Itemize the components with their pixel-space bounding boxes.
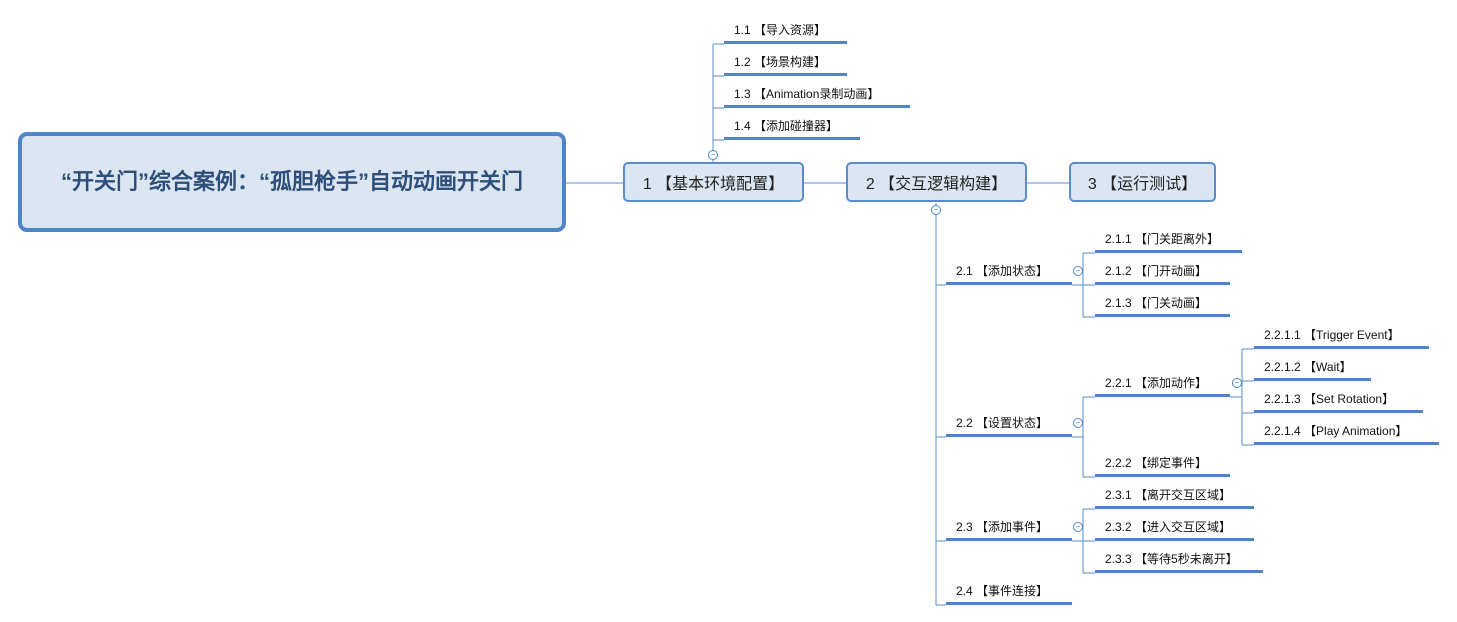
leaf-2-2-1-1[interactable]: 2.2.1.1 【Trigger Event】 <box>1254 327 1429 349</box>
leaf-2-3-3[interactable]: 2.3.3 【等待5秒未离开】 <box>1095 551 1263 573</box>
collapse-minus-icon[interactable]: − <box>1073 266 1083 276</box>
topic-label: 1 【基本环境配置】 <box>642 176 785 193</box>
leaf-2-2-1[interactable]: 2.2.1 【添加动作】 <box>1095 375 1230 397</box>
leaf-2-3[interactable]: 2.3 【添加事件】 <box>946 519 1072 541</box>
topic-label: 3 【运行测试】 <box>1087 176 1198 193</box>
topic-label: 2 【交互逻辑构建】 <box>865 176 1008 193</box>
leaf-1-2[interactable]: 1.2 【场景构建】 <box>724 54 847 76</box>
leaf-2-2-1-2[interactable]: 2.2.1.2 【Wait】 <box>1254 359 1371 381</box>
collapse-minus-icon[interactable]: − <box>1073 418 1083 428</box>
collapse-minus-icon[interactable]: − <box>931 205 941 215</box>
leaf-2-2-2[interactable]: 2.2.2 【绑定事件】 <box>1095 455 1230 477</box>
root-topic[interactable]: “开关门”综合案例：“孤胆枪手”自动动画开关门 <box>18 132 566 232</box>
leaf-2-2-1-3[interactable]: 2.2.1.3 【Set Rotation】 <box>1254 391 1423 413</box>
leaf-2-4[interactable]: 2.4 【事件连接】 <box>946 583 1072 605</box>
leaf-1-4[interactable]: 1.4 【添加碰撞器】 <box>724 118 860 140</box>
leaf-2-2-1-4[interactable]: 2.2.1.4 【Play Animation】 <box>1254 423 1439 445</box>
collapse-minus-icon[interactable]: − <box>1232 378 1242 388</box>
leaf-2-3-1[interactable]: 2.3.1 【离开交互区域】 <box>1095 487 1254 509</box>
topic-run-test[interactable]: 3 【运行测试】 <box>1069 162 1216 202</box>
leaf-2-1-1[interactable]: 2.1.1 【门关距离外】 <box>1095 231 1242 253</box>
leaf-2-3-2[interactable]: 2.3.2 【进入交互区域】 <box>1095 519 1254 541</box>
collapse-minus-icon[interactable]: − <box>708 150 718 160</box>
leaf-1-3[interactable]: 1.3 【Animation录制动画】 <box>724 86 910 108</box>
leaf-1-1[interactable]: 1.1 【导入资源】 <box>724 22 847 44</box>
leaf-2-1[interactable]: 2.1 【添加状态】 <box>946 263 1072 285</box>
topic-interaction-logic[interactable]: 2 【交互逻辑构建】 <box>846 162 1027 202</box>
collapse-minus-icon[interactable]: − <box>1073 522 1083 532</box>
topic-basic-environment[interactable]: 1 【基本环境配置】 <box>623 162 804 202</box>
leaf-2-1-3[interactable]: 2.1.3 【门关动画】 <box>1095 295 1230 317</box>
root-topic-title: “开关门”综合案例：“孤胆枪手”自动动画开关门 <box>60 169 523 194</box>
leaf-2-1-2[interactable]: 2.1.2 【门开动画】 <box>1095 263 1230 285</box>
leaf-2-2[interactable]: 2.2 【设置状态】 <box>946 415 1072 437</box>
